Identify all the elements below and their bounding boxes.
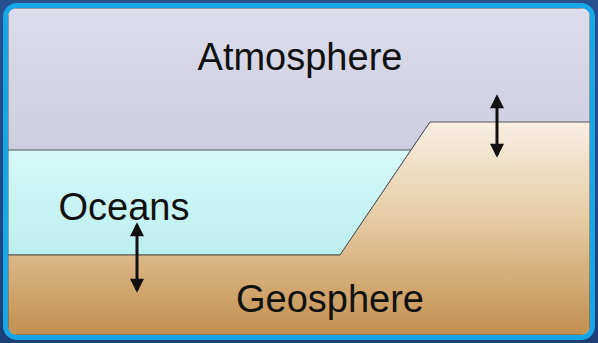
exchange-arrow xyxy=(496,97,499,155)
geosphere-region: Geosphere xyxy=(8,122,590,335)
region-label: Oceans xyxy=(59,186,190,230)
ocean-region: Oceans xyxy=(8,150,411,255)
region-label: Geosphere xyxy=(236,278,424,322)
atmosphere-region: Atmosphere xyxy=(8,8,590,150)
exchange-arrow xyxy=(136,225,139,290)
diagram-frame: AtmosphereOceansGeosphere xyxy=(3,3,595,340)
region-fill xyxy=(8,122,590,335)
region-shape xyxy=(8,8,590,150)
region-label: Atmosphere xyxy=(198,36,403,80)
